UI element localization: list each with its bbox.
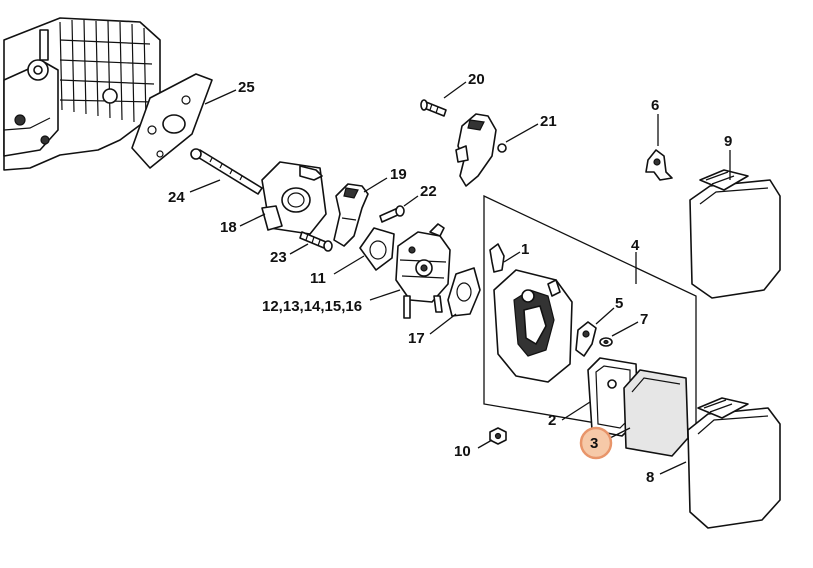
callout-11: 11 — [310, 270, 326, 287]
callout-2: 2 — [548, 412, 556, 429]
part-11-gasket — [359, 227, 395, 271]
callout-25: 25 — [238, 79, 255, 96]
callout-9: 9 — [724, 133, 732, 150]
callout-21: 21 — [540, 113, 557, 130]
filter-housing — [493, 269, 573, 383]
part-17-gasket — [447, 267, 481, 317]
leader-11 — [333, 255, 365, 275]
callout-18: 18 — [220, 219, 237, 236]
part-24-bolt — [190, 148, 263, 195]
leader-7 — [611, 321, 639, 337]
part-9-cover — [689, 169, 781, 299]
leader-25 — [204, 89, 237, 105]
callout-22: 22 — [420, 183, 437, 200]
callout-6: 6 — [651, 97, 659, 114]
part-7-washer — [599, 337, 613, 347]
leader-21 — [505, 123, 539, 143]
callout-20: 20 — [468, 71, 485, 88]
part-10-nut — [489, 427, 507, 445]
leader-4 — [503, 251, 521, 263]
leader-12 — [369, 289, 401, 301]
leader-23 — [289, 243, 309, 255]
callout-3: 3 — [590, 435, 598, 452]
callout-4: 1 — [521, 241, 529, 258]
callout-12-16: 12,13,14,15,16 — [262, 298, 362, 315]
part-3-filter-element — [623, 369, 689, 457]
callout-8: 8 — [646, 469, 654, 486]
callout-1: 4 — [631, 237, 640, 254]
callout-5: 5 — [615, 295, 623, 312]
leader-24 — [189, 179, 221, 193]
callout-7: 7 — [640, 311, 648, 328]
part-4-lever — [489, 243, 505, 273]
callout-10: 10 — [454, 443, 471, 460]
leader-18 — [239, 213, 266, 227]
leader-17 — [429, 313, 457, 335]
leader-20 — [443, 81, 467, 99]
part-5-clip — [575, 321, 597, 357]
callout-19: 19 — [390, 166, 407, 183]
part-19-bracket — [333, 183, 369, 247]
part-8-cover — [687, 397, 781, 529]
leader-22 — [403, 195, 419, 207]
callout-24: 24 — [168, 189, 185, 206]
part-23-screw — [299, 231, 333, 252]
part-22-screw — [379, 205, 405, 223]
part-20-screw — [420, 99, 447, 117]
leader-2 — [561, 401, 591, 421]
part-18-manifold — [261, 161, 327, 235]
engine-cylinder — [3, 17, 161, 171]
callout-23: 23 — [270, 249, 287, 266]
leader-10 — [477, 439, 493, 449]
shield-bracket — [455, 113, 507, 187]
part-6-clip — [645, 149, 673, 181]
leader-5 — [595, 307, 615, 325]
leader-19 — [363, 177, 388, 193]
part-12-16-carburetor — [395, 223, 451, 319]
part-25-gasket — [131, 73, 213, 169]
callout-17: 17 — [408, 330, 425, 347]
highlight-badge-3[interactable] — [579, 426, 613, 460]
leader-8 — [659, 461, 687, 475]
